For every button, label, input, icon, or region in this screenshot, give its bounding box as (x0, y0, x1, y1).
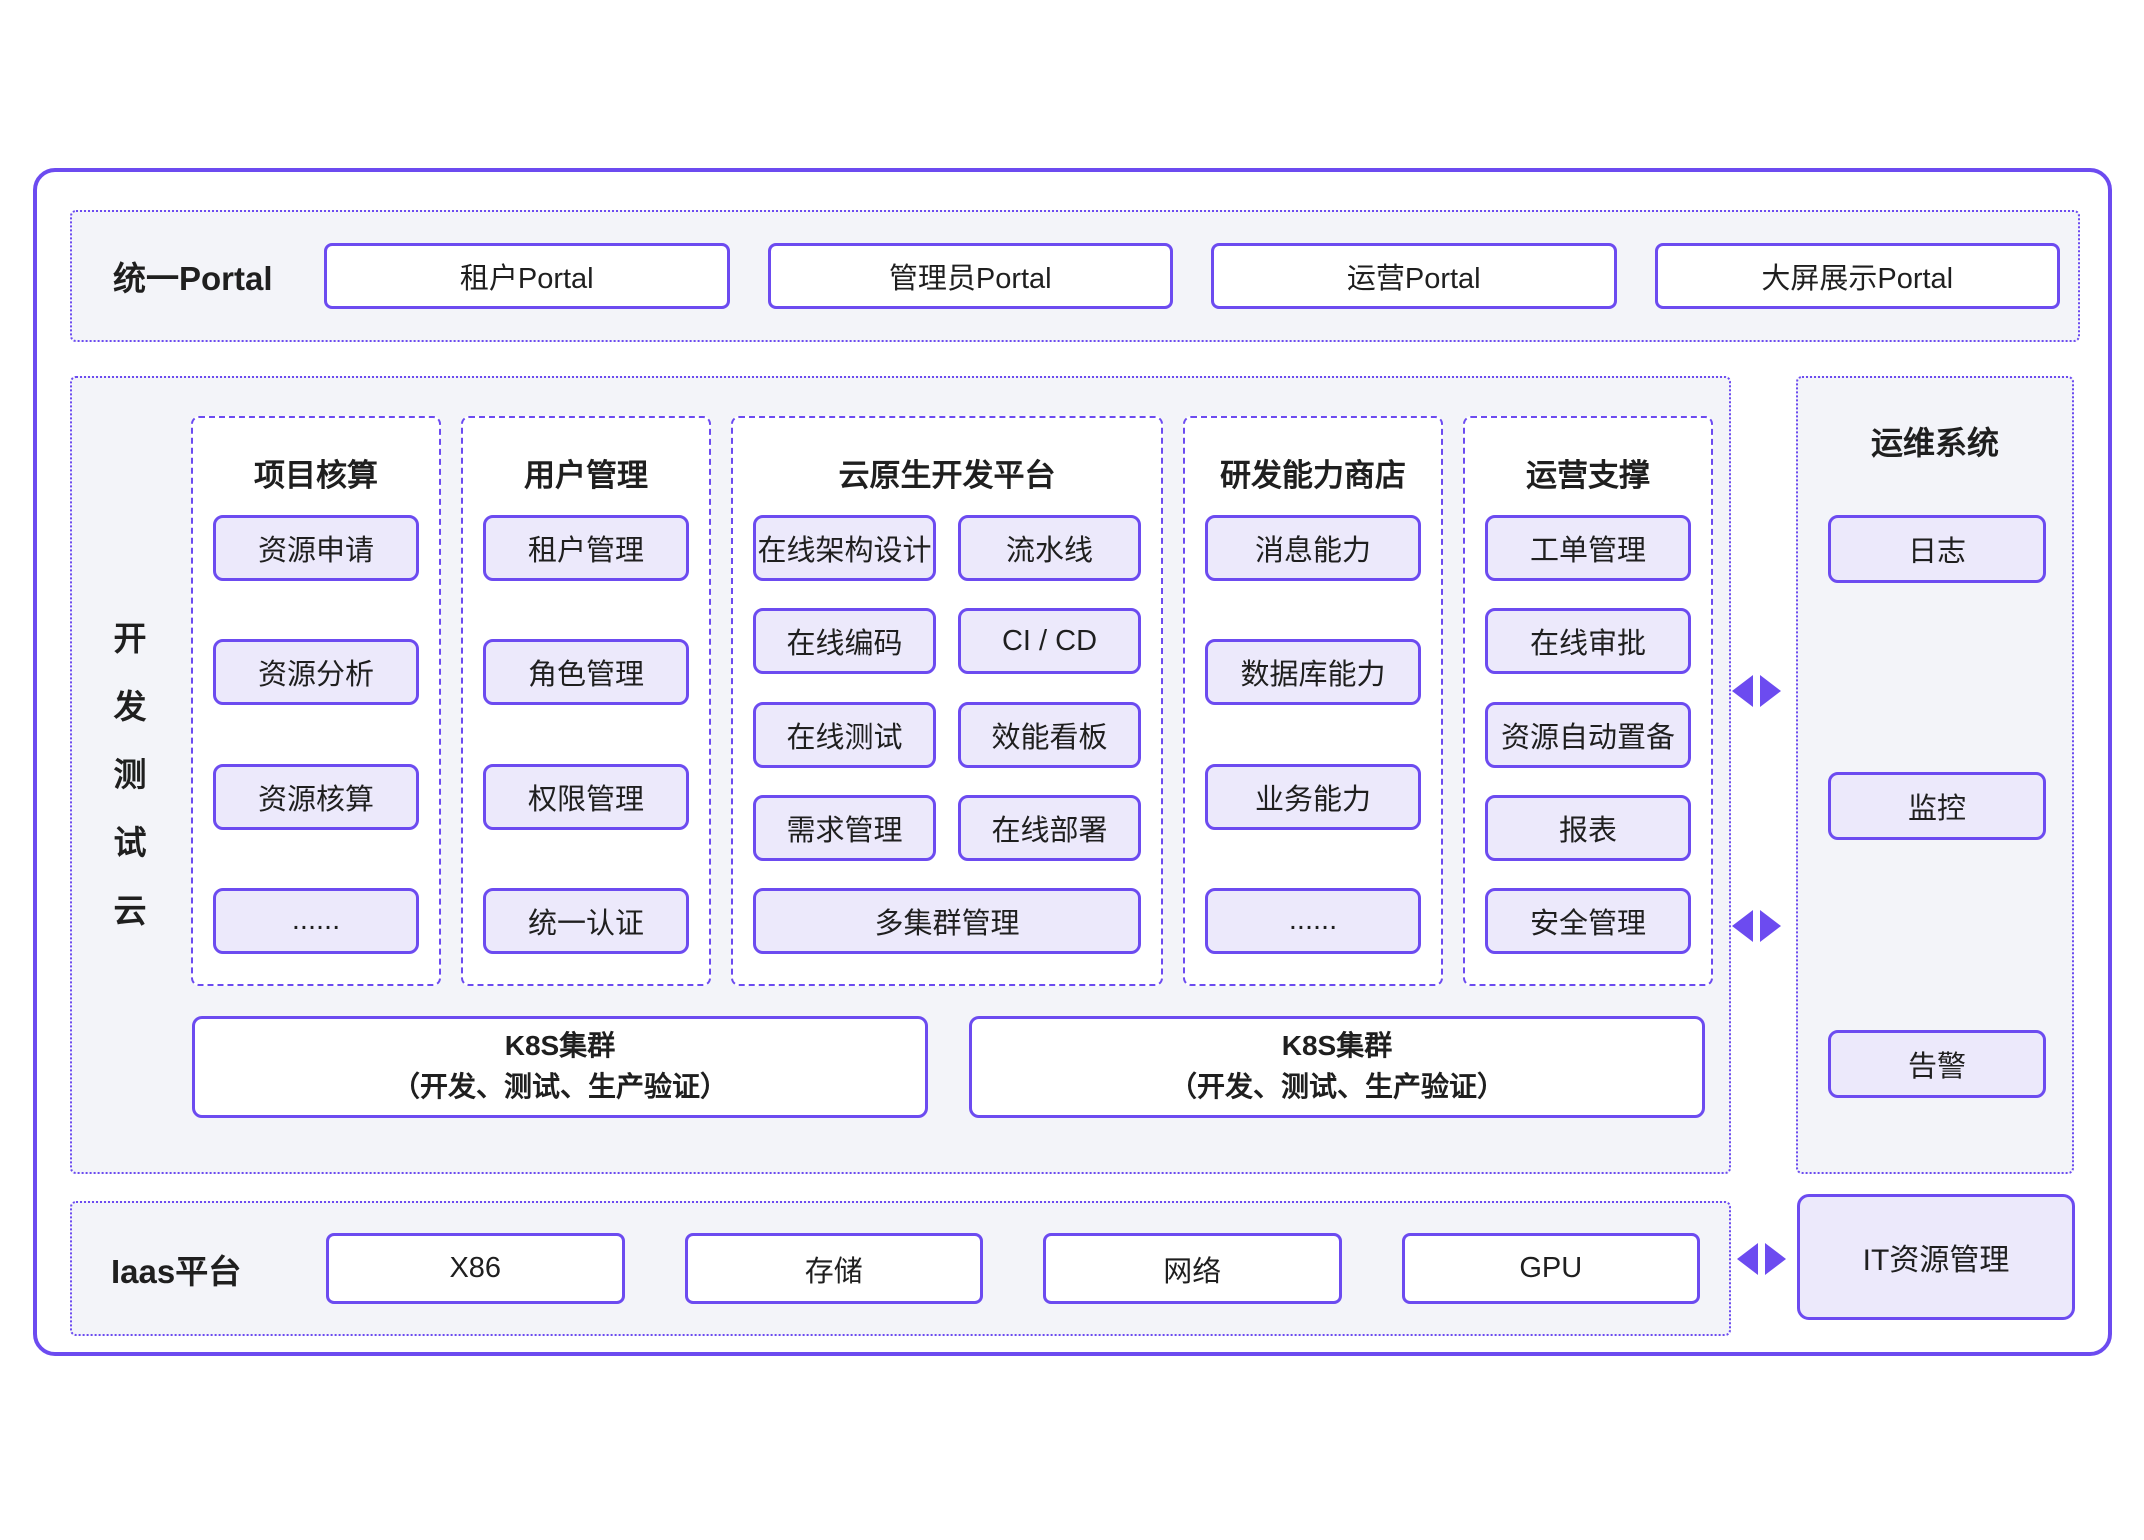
module-columns: 项目核算 资源申请 资源分析 资源核算 ...... 用户管理 租户管理 角色管… (191, 416, 1713, 986)
module-box-multicluster: 多集群管理 (753, 888, 1141, 954)
k8s-cluster-subtitle: （开发、测试、生产验证） (1168, 1071, 1505, 1102)
iaas-section: Iaas平台 X86 存储 网络 GPU (70, 1201, 1731, 1336)
middle-row: 开发测试云 项目核算 资源申请 资源分析 资源核算 ...... 用户管理 (70, 376, 2080, 1174)
ops-box-logs: 日志 (1828, 515, 2046, 583)
module-box: ...... (1205, 887, 1421, 954)
module-box: 资源申请 (213, 515, 419, 581)
module-box: 消息能力 (1205, 515, 1421, 581)
module-box: 安全管理 (1485, 888, 1691, 954)
module-box: 资源自动置备 (1485, 701, 1691, 768)
portal-items: 租户Portal 管理员Portal 运营Portal 大屏展示Portal (324, 243, 2060, 309)
module-row: 在线编码 CI / CD (753, 608, 1141, 675)
column-items: 租户管理 角色管理 权限管理 统一认证 (483, 515, 689, 954)
module-box: 角色管理 (483, 639, 689, 706)
module-box: 效能看板 (958, 701, 1141, 768)
right-arrow-icon (1760, 675, 1781, 707)
unified-portal-section: 统一Portal 租户Portal 管理员Portal 运营Portal 大屏展… (70, 210, 2080, 342)
portal-item-tenant: 租户Portal (324, 243, 730, 309)
module-row: 需求管理 在线部署 (753, 794, 1141, 861)
module-box: 资源分析 (213, 639, 419, 706)
ops-box-alerting: 告警 (1828, 1030, 2046, 1098)
column-items: 消息能力 数据库能力 业务能力 ...... (1205, 515, 1421, 954)
column-project-accounting: 项目核算 资源申请 资源分析 资源核算 ...... (191, 416, 441, 986)
ops-system-title: 运维系统 (1870, 425, 1999, 461)
column-items: 资源申请 资源分析 资源核算 ...... (213, 515, 419, 954)
left-arrow-icon (1737, 1243, 1758, 1275)
module-box: 资源核算 (213, 763, 419, 830)
module-box: 在线审批 (1485, 608, 1691, 675)
k8s-cluster-subtitle: （开发、测试、生产验证） (391, 1071, 728, 1102)
column-rd-capability-store: 研发能力商店 消息能力 数据库能力 业务能力 ...... (1183, 416, 1443, 986)
module-box: 在线测试 (753, 701, 936, 768)
module-box: 在线部署 (958, 794, 1141, 861)
module-row: 在线测试 效能看板 (753, 701, 1141, 768)
module-box: 业务能力 (1205, 763, 1421, 830)
iaas-items: X86 存储 网络 GPU (326, 1233, 1700, 1304)
module-box: 工单管理 (1485, 515, 1691, 581)
module-box: 权限管理 (483, 763, 689, 830)
iaas-item-network: 网络 (1043, 1233, 1342, 1304)
column-user-management: 用户管理 租户管理 角色管理 权限管理 统一认证 (461, 416, 711, 986)
column-items: 在线架构设计 流水线 在线编码 CI / CD 在线测试 效能看板 (753, 515, 1141, 954)
iaas-label: Iaas平台 (111, 1252, 242, 1290)
module-box: 在线架构设计 (753, 515, 936, 581)
module-box: CI / CD (958, 608, 1141, 675)
column-title: 云原生开发平台 (838, 458, 1056, 493)
it-resource-management-box: IT资源管理 (1797, 1194, 2075, 1320)
k8s-cluster-title: K8S集群 (1281, 1030, 1393, 1062)
column-cloud-native-platform: 云原生开发平台 在线架构设计 流水线 在线编码 CI / CD (731, 416, 1163, 986)
module-box: ...... (213, 887, 419, 954)
module-row: 在线架构设计 流水线 (753, 515, 1141, 581)
bidirectional-arrow-icon (1732, 910, 1781, 942)
bidirectional-arrow-icon (1732, 675, 1781, 707)
unified-portal-label: 统一Portal (113, 260, 273, 297)
module-box: 统一认证 (483, 887, 689, 954)
portal-item-admin: 管理员Portal (767, 243, 1173, 309)
portal-item-operation: 运营Portal (1211, 243, 1617, 309)
diagram-outer-frame: 统一Portal 租户Portal 管理员Portal 运营Portal 大屏展… (33, 168, 2112, 1356)
ops-box-monitoring: 监控 (1828, 772, 2046, 840)
ops-system-panel: 运维系统 日志 监控 告警 (1796, 376, 2074, 1174)
iaas-item-x86: X86 (326, 1233, 625, 1304)
portal-item-bigscreen: 大屏展示Portal (1654, 243, 2060, 309)
dev-test-cloud-label: 开发测试云 (113, 620, 147, 929)
module-box: 数据库能力 (1205, 639, 1421, 706)
right-arrow-icon (1760, 910, 1781, 942)
module-box: 租户管理 (483, 515, 689, 581)
column-title: 项目核算 (254, 458, 378, 493)
module-box: 需求管理 (753, 794, 936, 861)
k8s-cluster-title: K8S集群 (504, 1030, 616, 1062)
module-box: 在线编码 (753, 608, 936, 675)
k8s-cluster-row: K8S集群 （开发、测试、生产验证） K8S集群 （开发、测试、生产验证） (192, 1016, 1705, 1118)
column-title: 研发能力商店 (1220, 458, 1406, 493)
column-title: 运营支撑 (1526, 458, 1650, 493)
left-arrow-icon (1732, 675, 1753, 707)
dev-test-cloud-section: 开发测试云 项目核算 资源申请 资源分析 资源核算 ...... 用户管理 (70, 376, 1731, 1174)
column-items: 工单管理 在线审批 资源自动置备 报表 安全管理 (1485, 515, 1691, 954)
column-title: 用户管理 (524, 458, 648, 493)
column-operation-support: 运营支撑 工单管理 在线审批 资源自动置备 报表 安全管理 (1463, 416, 1713, 986)
k8s-cluster-box: K8S集群 （开发、测试、生产验证） (969, 1016, 1705, 1118)
right-arrow-icon (1765, 1243, 1786, 1275)
bidirectional-arrow-icon (1737, 1243, 1786, 1275)
module-box: 流水线 (958, 515, 1141, 581)
left-arrow-icon (1732, 910, 1753, 942)
iaas-item-storage: 存储 (684, 1233, 983, 1304)
k8s-cluster-box: K8S集群 （开发、测试、生产验证） (192, 1016, 928, 1118)
iaas-item-gpu: GPU (1401, 1233, 1700, 1304)
module-box: 报表 (1485, 794, 1691, 861)
